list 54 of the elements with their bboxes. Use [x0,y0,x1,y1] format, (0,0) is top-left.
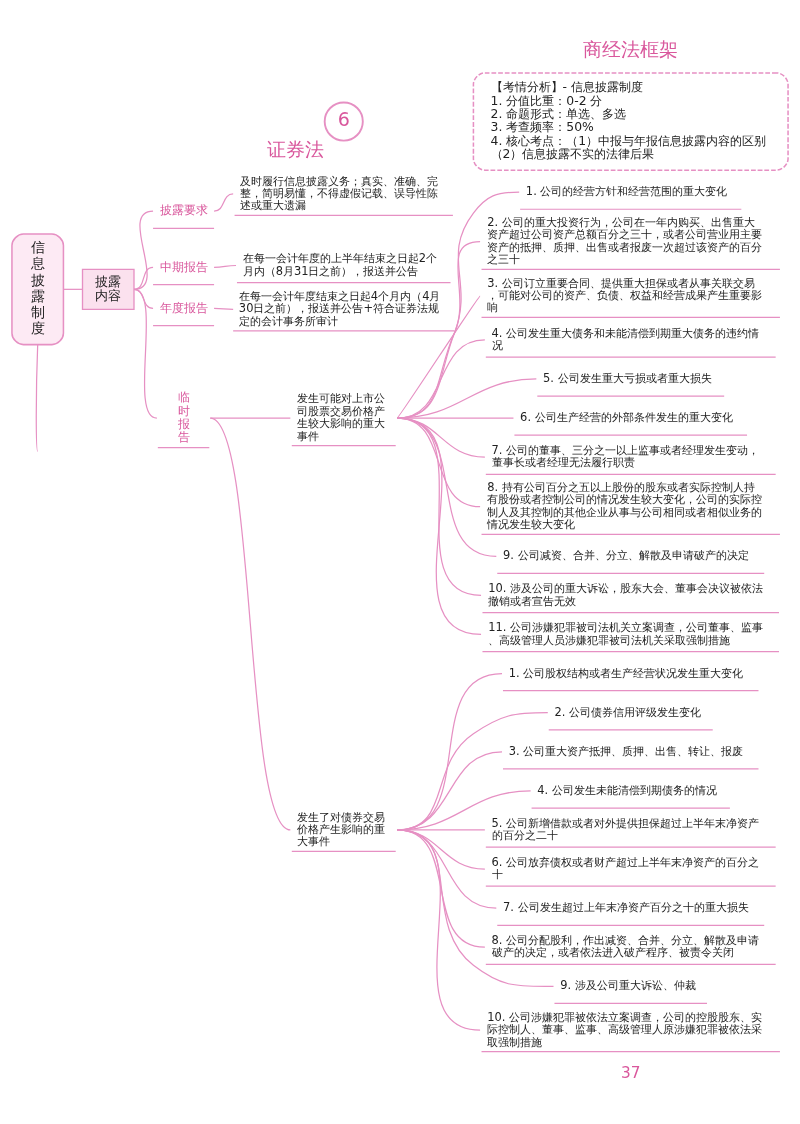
node-text: 3. 公司订立重要合同、提供重大担保或者从事关联交易，可能对公司的资产、负债、权益和经营成果产生重要影响 [487,275,763,314]
connector [396,294,481,419]
connector [133,288,158,419]
node-text: 6. 公司放弃债权或者财产超过上半年末净资产的百分之十 [491,854,760,881]
node-text: 11. 公司涉嫌犯罪被司法机关立案调查，公司董事、监事、高级管理人员涉嫌犯罪被司法机关采取强制措施 [488,619,764,647]
node-text: 2. 公司债券信用评级发生变化 [554,704,702,719]
node-text: 年度报告 [159,299,208,315]
label: 37 [621,1063,641,1082]
label: 商经法框架 [583,37,679,60]
connector [213,264,237,268]
connector [396,828,481,1031]
node-text: 5. 公司新增借款或者对外提供担保超过上半年末净资产的百分之二十 [491,815,760,842]
connector [62,288,84,290]
node-text: 7. 公司的董事、三分之一以上监事或者经理发生变动，董事长或者经理无法履行职责 [491,442,760,469]
node-text: 5. 公司发生重大亏损或者重大损失 [543,370,712,385]
connector [35,343,39,452]
node-text: 10. 公司涉嫌犯罪被依法立案调查，公司的控股股东、实际控制人、董事、监事、高级管理人原涉嫌犯罪被依法采取强制措施 [487,1009,763,1049]
connector [213,192,234,212]
connector [209,416,291,831]
connector [133,210,154,290]
node-box: 披露内容 [81,268,135,310]
connector [209,416,291,419]
connector [396,190,520,419]
node-text: 4. 公司发生未能清偿到期债务的情况 [537,782,717,797]
node-circle: 6 [323,101,364,142]
node-text: 2. 公司的重大投资行为，公司在一年内购买、出售重大资产超过公司资产总额百分之三十，或者公司营业用主要资产的抵押、质押、出售或者报废一次超过该资产的百分之三十 [487,214,763,266]
node-text: 3. 公司重大资产抵押、质押、出售、转让、报废 [508,743,744,758]
node-text: 7. 公司发生超过上年末净资产百分之十的重大损失 [502,899,749,914]
node-text: 1. 公司的经营方针和经营范围的重大变化 [525,183,728,198]
node-text: 披露要求 [159,201,208,217]
connector [396,240,481,419]
connector [213,307,234,310]
node-text: 在每一会计年度的上半年结束之日起2个月内（8月31日之前），报送并公告 [242,250,437,278]
node-text: 发生可能对上市公司股票交易价格产生较大影响的重大事件 [297,390,386,443]
node-label: 证券法 [267,137,325,160]
connector [396,377,537,419]
connector [396,416,482,635]
node-text: 及时履行信息披露义务；真实、准确、完整，简明易懂，不得虚假记载、误导性陈述或重大遗漏 [240,173,439,212]
node-text: 9. 公司减资、合并、分立、解散及申请破产的决定 [502,547,749,562]
connector [133,266,154,290]
node-box: 【考情分析】- 信息披露制度 1. 分值比重：0-2 分 2. 命题形式：单选、多选 3. 考查频率：50% 4. 核心考点：（1）中报与年报信息披露内容的区别 （2）信息披露不实的法律后果 [472,71,789,171]
node-text: 中期报告 [159,258,208,274]
node-text: 4. 公司发生重大债务和未能清偿到期重大债务的违约情况 [491,325,760,352]
node-text: 发生了对债券交易价格产生影响的重大事件 [297,809,386,848]
node-text: 临时报告 [177,388,190,444]
node-text: 9. 涉及公司重大诉讼、仲裁 [560,977,696,992]
connector [396,416,515,419]
node-text: 10. 涉及公司的重大诉讼，股东大会、董事会决议被依法撤销或者宣告无效 [488,580,764,608]
node-box: 信息披露制度 [11,232,65,345]
node-text: 8. 公司分配股利，作出减资、合并、分立、解散及申请破产的决定，或者依法进入破产程序、被责令关闭 [491,932,760,959]
node-text: 1. 公司股权结构或者生产经营状况发生重大变化 [508,665,744,680]
node-text: 6. 公司生产经营的外部条件发生的重大变化 [520,409,733,424]
node-text: 8. 持有公司百分之五以上股份的股东或者实际控制人持有股份或者控制公司的情况发生较大变化，公司的实际控制人及其控制的其他企业从事与公司相同或者相似业务的情况发生较大变化 [487,479,763,531]
node-text: 在每一会计年度结束之日起4个月内（4月30日之前），报送并公告+符合证券法规定的会计事务所审计 [238,288,441,328]
